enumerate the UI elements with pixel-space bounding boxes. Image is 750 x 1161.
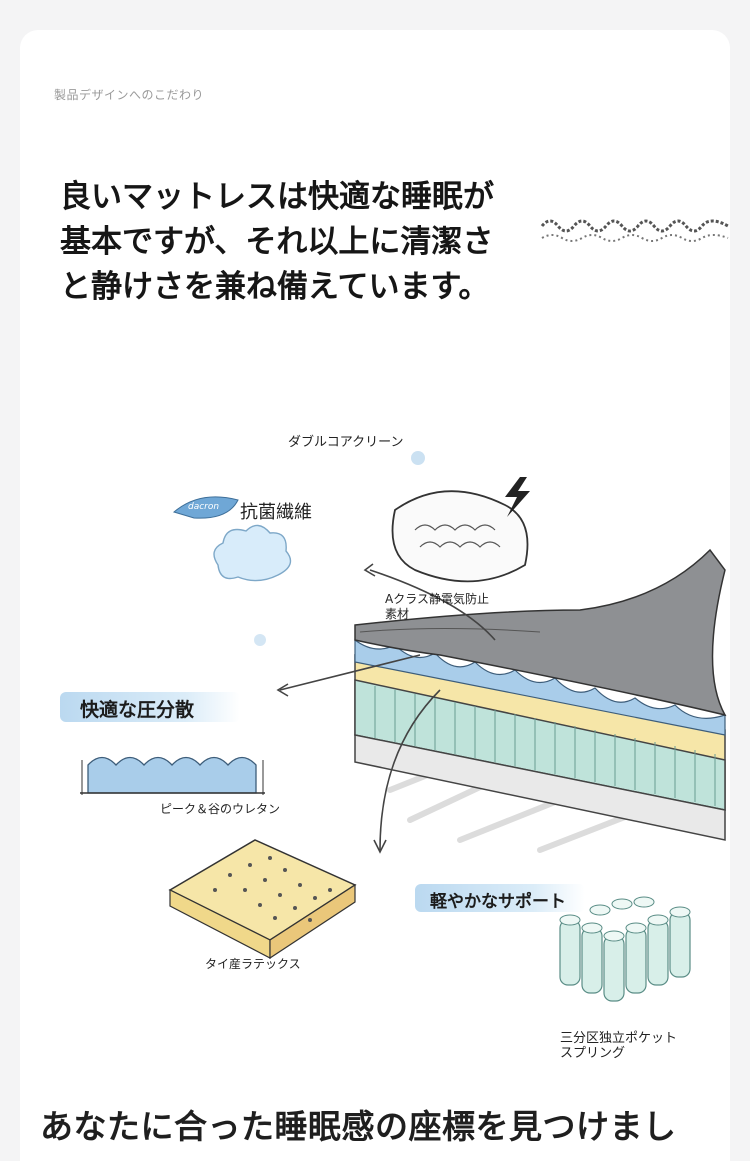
brush-highlight-support: [415, 884, 585, 912]
headline: 良いマットレスは快適な睡眠が 基本ですが、それ以上に清潔さ と静けさを兼ね備えて…: [60, 175, 720, 310]
label-latex: タイ産ラテックス: [205, 957, 301, 971]
dacron-logo: dacron: [188, 502, 220, 512]
label-pocket-spring-line-1: 三分区独立ポケット: [560, 1031, 678, 1046]
label-antistatic-line-2: 素材: [385, 607, 410, 621]
label-pocket-spring: 三分区独立ポケット スプリング: [560, 1031, 677, 1061]
label-peak-valley: ピーク＆谷のウレタン: [160, 802, 281, 816]
ink-scribble-decoration: [540, 219, 729, 242]
footer-heading: あなたに合った睡眠感の座標を見つけまし: [40, 1107, 677, 1146]
label-antibacterial: 抗菌繊維: [240, 502, 312, 523]
mattress-illustration: [80, 451, 727, 1002]
headline-line-1: 良いマットレスは快適な睡眠が: [60, 179, 494, 215]
label-support: 軽やかなサポート: [430, 892, 566, 912]
headline-line-3: と静けさを兼ね備えています。: [60, 269, 490, 305]
cloud-icon: [213, 524, 292, 582]
label-pocket-spring-line-2: スプリング: [560, 1046, 626, 1061]
content-card: 製品デザインへのこだわり 良いマットレスは快適な睡眠が 基本ですが、それ以上に清…: [20, 30, 730, 1161]
brush-highlight: [60, 692, 240, 722]
pocket-spring-icon: [559, 896, 691, 1002]
section-label: 製品デザインへのこだわり: [54, 88, 205, 102]
label-pressure: 快適な圧分散: [80, 699, 195, 721]
label-double-core: ダブルコアクリーン: [288, 435, 404, 450]
headline-block: 良いマットレスは快適な睡眠が 基本ですが、それ以上に清潔さ と静けさを兼ね備えて…: [60, 175, 720, 310]
label-antistatic: Aクラス静電気防止 素材: [385, 592, 489, 622]
footer-mask: あなたに合った睡眠感の座標を見つけまし: [0, 1060, 750, 1161]
label-antistatic-line-1: Aクラス静電気防止: [385, 592, 489, 606]
headline-line-2: 基本ですが、それ以上に清潔さ: [60, 224, 494, 260]
